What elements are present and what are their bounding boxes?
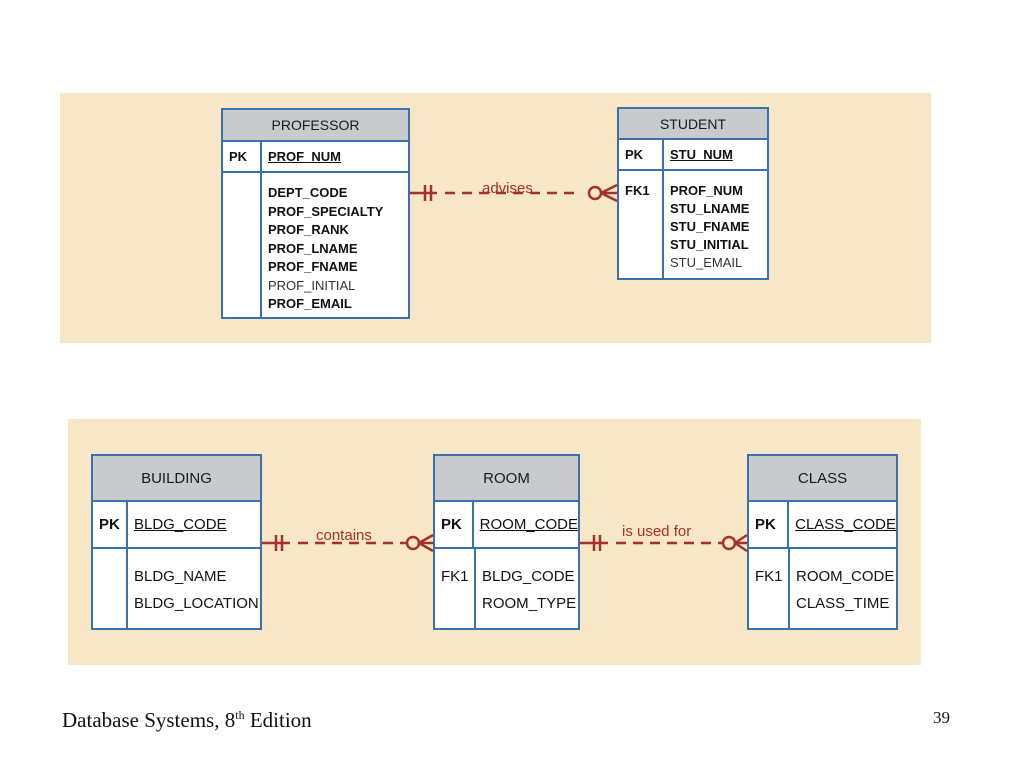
professor-pk-attr: PROF_NUM [268, 149, 341, 164]
professor-attr: PROF_LNAME [268, 240, 358, 256]
book-title-prefix: Database Systems, 8 [62, 708, 236, 732]
professor-key-column [223, 173, 262, 317]
class-attr: ROOM_CODE [796, 568, 895, 585]
room-pk-attr: ROOM_CODE [479, 516, 578, 533]
professor-attr: PROF_INITIAL [268, 277, 356, 293]
building-entity-title: BUILDING [93, 456, 260, 502]
student-pk-attr: STU_NUM [670, 147, 733, 162]
professor-attribute-list: DEPT_CODE PROF_SPECIALTY PROF_RANK PROF_… [262, 173, 383, 317]
is-used-for-relationship [580, 533, 748, 553]
class-pk-attr: CLASS_CODE [795, 516, 896, 533]
student-attr: STU_EMAIL [670, 255, 743, 270]
contains-label: contains [316, 527, 372, 544]
professor-attr: DEPT_CODE [268, 185, 348, 200]
professor-entity: PROFESSOR PK PROF_NUM DEPT_CODE PROF_SPE… [221, 108, 410, 319]
class-pk-label: PK [749, 502, 790, 547]
building-attr: BLDG_NAME [134, 568, 227, 585]
professor-entity-title: PROFESSOR [223, 110, 408, 142]
top-diagram-panel [60, 93, 931, 343]
is-used-for-label: is used for [622, 523, 691, 540]
room-entity: ROOM PK ROOM_CODE FK1 BLDG_CODE ROOM_TYP… [433, 454, 580, 630]
book-title-suffix: Edition [244, 708, 312, 732]
class-attribute-list: ROOM_CODE CLASS_TIME [790, 549, 894, 628]
page-number: 39 [933, 708, 950, 727]
book-title-superscript: th [235, 708, 245, 722]
student-attribute-list: PROF_NUM STU_LNAME STU_FNAME STU_INITIAL… [664, 171, 749, 278]
student-entity: STUDENT PK STU_NUM FK1 PROF_NUM STU_LNAM… [617, 107, 769, 280]
building-attr: BLDG_LOCATION [134, 595, 259, 612]
room-attr: ROOM_TYPE [482, 595, 577, 612]
building-attribute-list: BLDG_NAME BLDG_LOCATION [128, 549, 259, 628]
student-entity-title: STUDENT [619, 109, 767, 140]
contains-relationship [262, 533, 434, 553]
advises-label: advises [482, 180, 533, 197]
student-attr: STU_LNAME [670, 201, 750, 216]
professor-attr: PROF_FNAME [268, 259, 358, 274]
class-entity-title: CLASS [749, 456, 896, 502]
room-attr: BLDG_CODE [482, 568, 575, 585]
book-title-footer: Database Systems, 8th Edition [62, 708, 312, 733]
class-attr: CLASS_TIME [796, 595, 890, 612]
room-entity-title: ROOM [435, 456, 578, 502]
building-pk-attr: BLDG_CODE [134, 516, 227, 533]
building-pk-label: PK [93, 502, 128, 547]
student-fk-label: FK1 [619, 171, 664, 278]
class-entity: CLASS PK CLASS_CODE FK1 ROOM_CODE CLASS_… [747, 454, 898, 630]
professor-attr: PROF_EMAIL [268, 296, 352, 311]
class-fk-label: FK1 [749, 549, 790, 628]
building-entity: BUILDING PK BLDG_CODE BLDG_NAME BLDG_LOC… [91, 454, 262, 630]
professor-attr: PROF_SPECIALTY [268, 203, 384, 219]
student-pk-label: PK [619, 140, 664, 169]
room-fk-label: FK1 [435, 549, 476, 628]
student-attr: PROF_NUM [670, 183, 743, 198]
room-pk-label: PK [435, 502, 474, 547]
professor-attr: PROF_RANK [268, 222, 349, 237]
building-key-column [93, 549, 128, 628]
professor-pk-label: PK [223, 142, 262, 171]
student-attr: STU_FNAME [670, 219, 750, 234]
room-attribute-list: BLDG_CODE ROOM_TYPE [476, 549, 576, 628]
student-attr: STU_INITIAL [670, 237, 749, 252]
